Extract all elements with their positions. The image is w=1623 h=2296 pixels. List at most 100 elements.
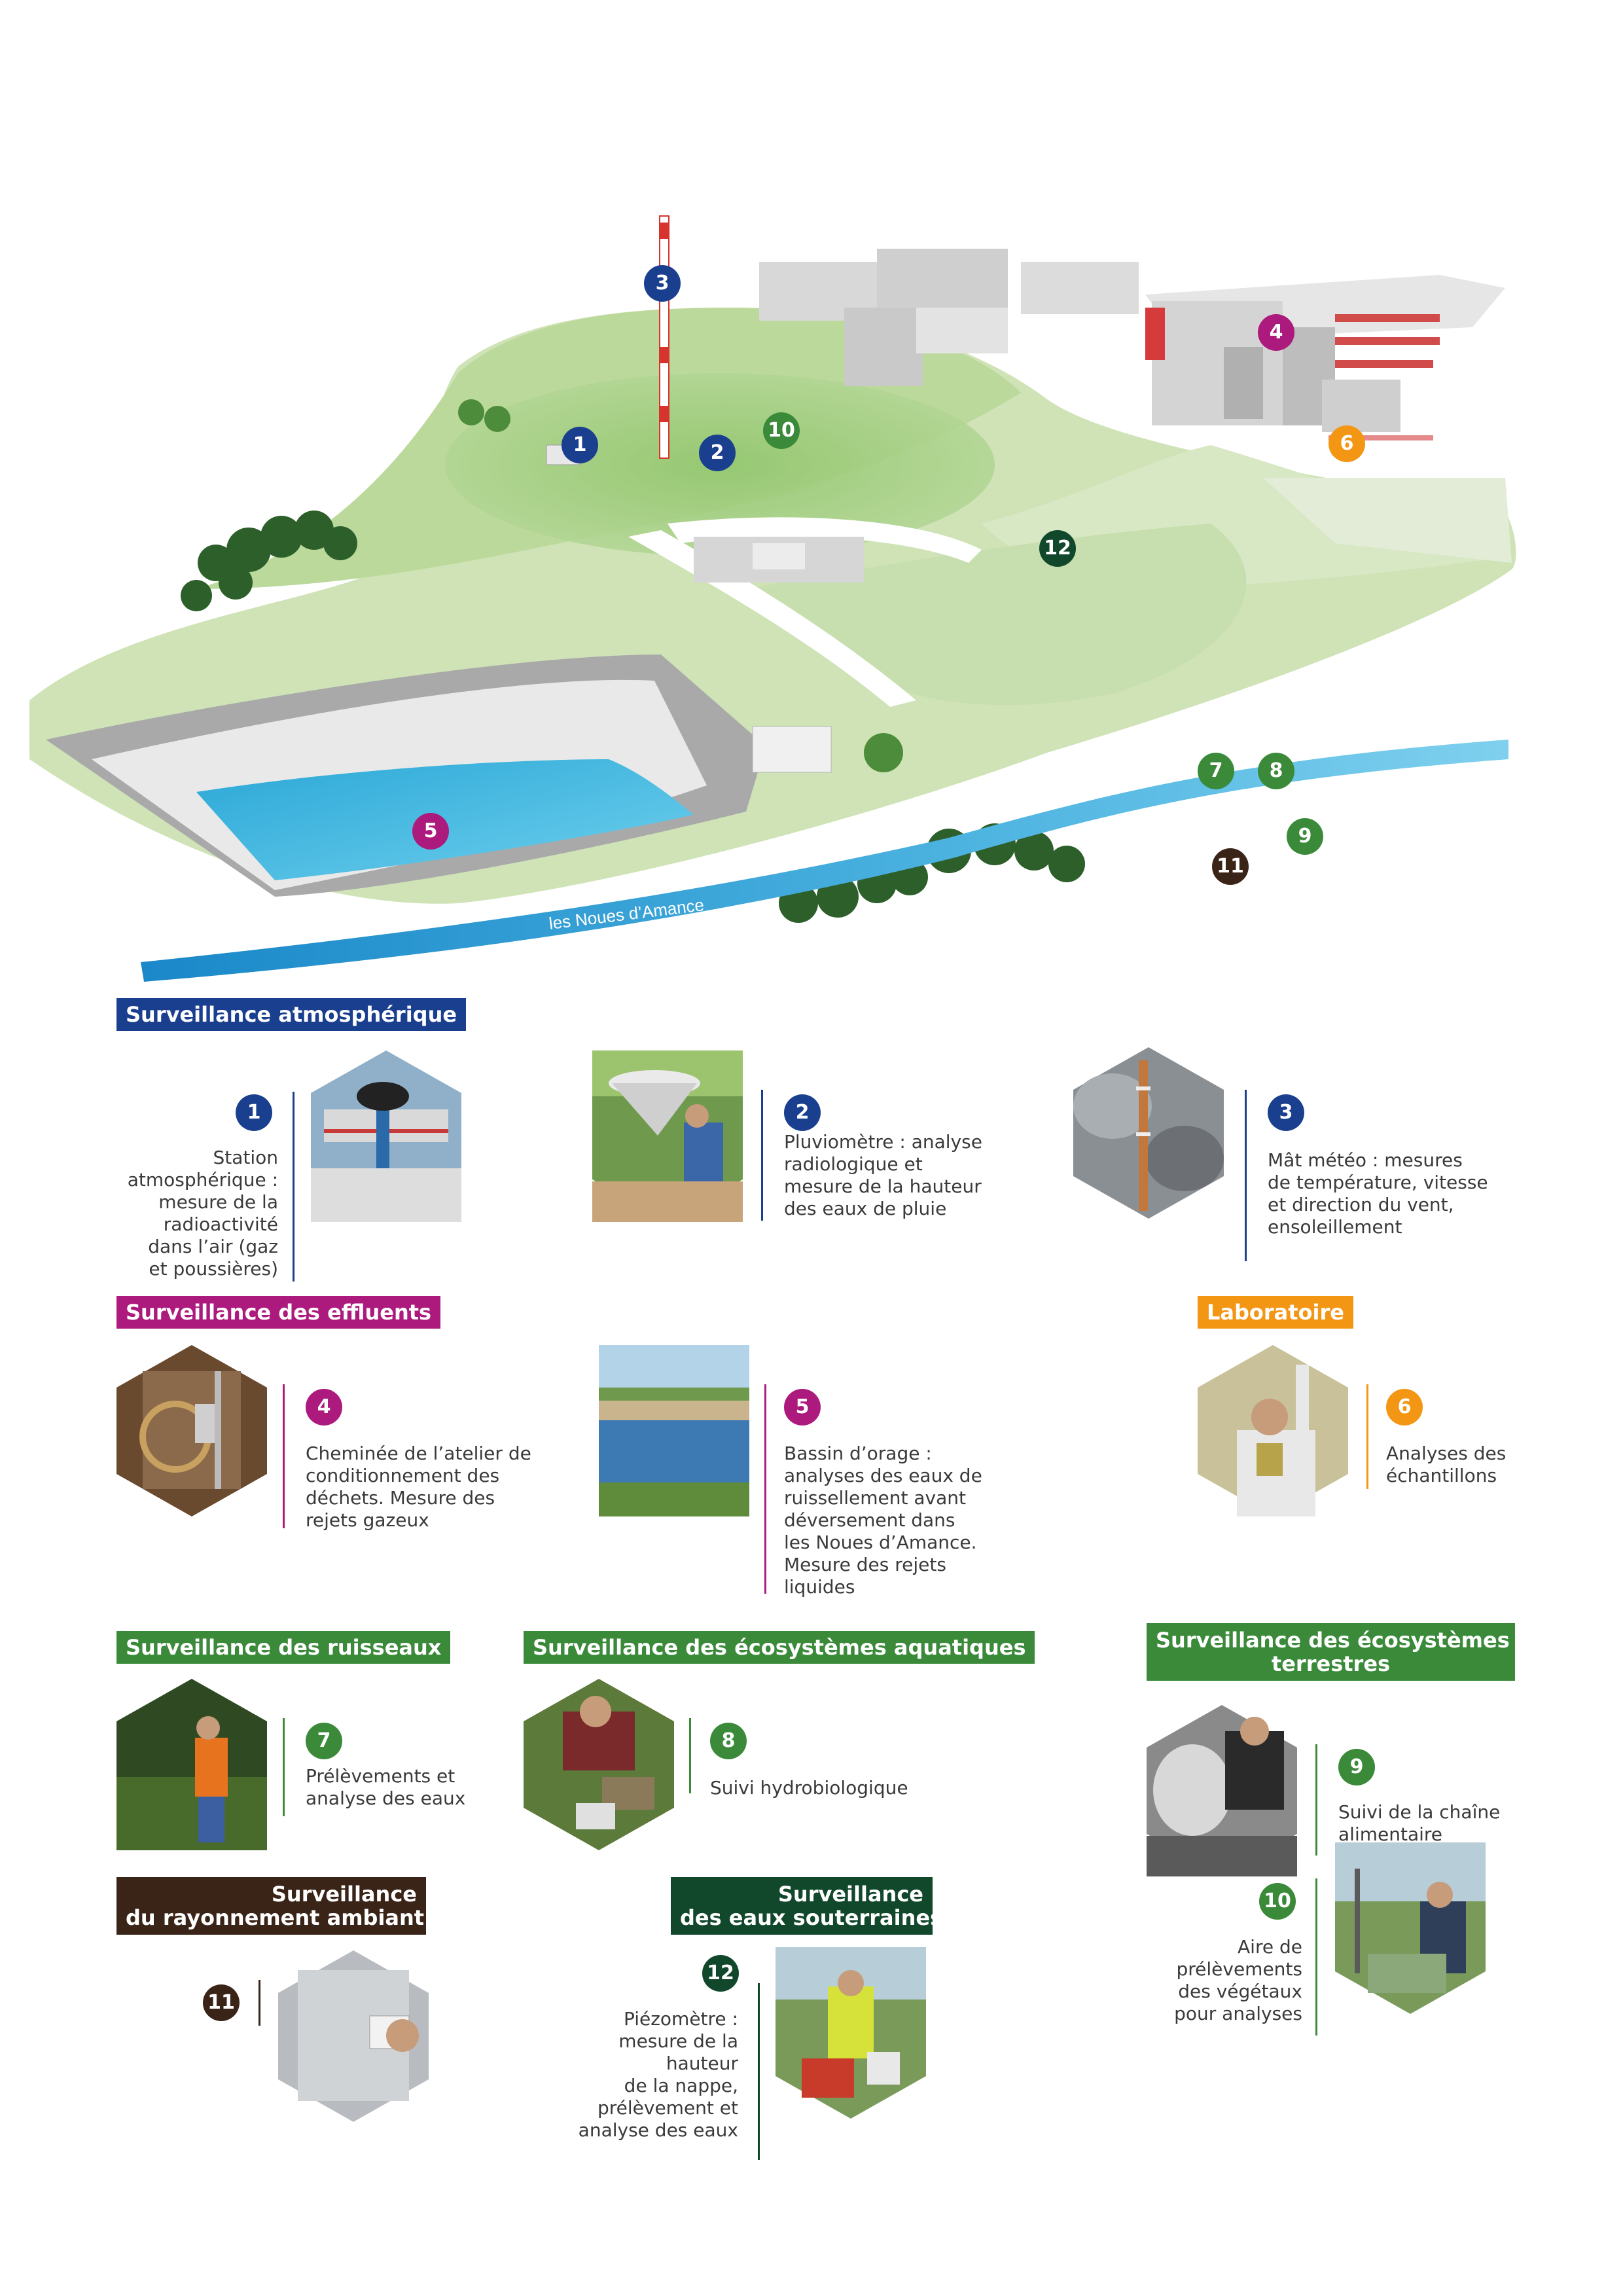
divider — [764, 1384, 766, 1594]
food-chain-photo — [1147, 1705, 1297, 1876]
description-line: radioactivité — [163, 1213, 278, 1235]
description-line: des eaux de pluie — [784, 1198, 947, 1219]
description-line: Suivi de la chaîne — [1338, 1801, 1501, 1823]
description-line: atmosphérique : — [127, 1169, 278, 1191]
rain-gauge-photo — [592, 1050, 743, 1222]
marker-10: 10 — [1259, 1883, 1296, 1920]
map-marker-11: 11 — [1212, 848, 1249, 885]
description-line: Cheminée de l’atelier de — [306, 1443, 531, 1464]
map-marker-7: 7 — [1198, 753, 1234, 789]
marker-5: 5 — [784, 1389, 821, 1426]
storm-basin-photo — [599, 1345, 749, 1516]
description-line: Prélèvements et — [306, 1765, 455, 1787]
description-line: et direction du vent, — [1268, 1194, 1454, 1215]
divider — [293, 1092, 294, 1282]
description-line: échantillons — [1386, 1465, 1497, 1486]
description-line: analyses des eaux de — [784, 1465, 982, 1486]
divider — [283, 1718, 285, 1816]
site-map-illustration: les Noues d’Amance — [29, 215, 1516, 982]
divider — [689, 1718, 691, 1793]
marker-1: 1 — [236, 1094, 272, 1131]
map-marker-5: 5 — [412, 813, 449, 850]
description-line: pour analyses — [1174, 2003, 1302, 2024]
description-line: analyse des eaux — [306, 1787, 466, 1809]
heading-streams: Surveillance des ruisseaux — [116, 1631, 451, 1664]
description-line: Piézomètre : — [623, 2008, 738, 2030]
description-line: Suivi hydrobiologique — [710, 1777, 908, 1799]
heading-ambient-radiation: Surveillance du rayonnement ambiant — [116, 1877, 426, 1935]
divider — [1245, 1090, 1247, 1261]
description-line: et poussières) — [149, 1258, 278, 1280]
weather-mast — [659, 215, 669, 459]
pump-house — [752, 726, 832, 773]
divider — [283, 1384, 285, 1528]
heading-laboratory: Laboratoire — [1198, 1296, 1353, 1329]
description-line: conditionnement des — [306, 1465, 500, 1486]
divider — [758, 1983, 760, 2160]
description-line: les Noues d’Amance. — [784, 1532, 977, 1553]
heading-atmospheric: Surveillance atmosphérique — [116, 998, 467, 1031]
divider — [1315, 1878, 1317, 2036]
divider — [761, 1090, 763, 1221]
laboratory-photo — [1198, 1345, 1348, 1516]
plant-sampling-photo — [1335, 1842, 1486, 2014]
weather-mast-photo — [1073, 1047, 1224, 1219]
description-line: analyse des eaux — [578, 2119, 738, 2141]
description-line: prélèvement et — [597, 2097, 738, 2119]
map-marker-9: 9 — [1287, 818, 1323, 855]
item-8-description: Suivi hydrobiologique — [710, 1777, 985, 1799]
map-marker-3: 3 — [644, 265, 681, 302]
heading-terrestrial-ecosystems: Surveillance des écosystèmes terrestres — [1147, 1623, 1515, 1681]
divider — [1366, 1384, 1368, 1489]
map-marker-6: 6 — [1329, 425, 1365, 462]
description-line: prélèvements — [1176, 1958, 1302, 1980]
map-marker-4: 4 — [1258, 314, 1294, 351]
heading-line: Surveillance — [271, 1882, 417, 1907]
description-line: alimentaire — [1338, 1823, 1443, 1845]
heading-line: terrestres — [1271, 1651, 1391, 1676]
description-line: mesure de la — [618, 2030, 738, 2052]
description-line: des végétaux — [1178, 1981, 1302, 2002]
map-marker-10: 10 — [763, 412, 800, 449]
marker-3: 3 — [1268, 1094, 1304, 1131]
map-marker-8: 8 — [1258, 753, 1294, 789]
marker-9: 9 — [1338, 1749, 1375, 1785]
buildings — [694, 249, 1505, 583]
divider — [1315, 1744, 1317, 1856]
map-marker-12: 12 — [1039, 530, 1076, 567]
marker-2: 2 — [784, 1094, 821, 1131]
marker-12: 12 — [702, 1955, 739, 1992]
piezometer-photo — [776, 1947, 926, 2119]
description-line: radiologique et — [784, 1153, 923, 1175]
river — [141, 740, 1508, 982]
description-line: déchets. Mesure des — [306, 1487, 495, 1509]
marker-8: 8 — [710, 1723, 747, 1759]
stream-sampling-photo — [116, 1679, 267, 1850]
heading-line: des eaux souterraines — [680, 1905, 943, 1930]
hydrobiology-photo — [524, 1679, 674, 1850]
description-line: Mesure des rejets — [784, 1554, 946, 1575]
description-line: déversement dans — [784, 1509, 955, 1531]
description-line: Analyses des — [1386, 1443, 1507, 1464]
heading-groundwater: Surveillance des eaux souterraines — [671, 1877, 943, 1935]
marker-6: 6 — [1386, 1389, 1423, 1426]
map-marker-1: 1 — [562, 427, 598, 463]
description-line: ruissellement avant — [784, 1487, 966, 1509]
description-line: Pluviomètre : analyse — [784, 1131, 982, 1153]
road — [668, 517, 982, 563]
description-line: Bassin d’orage : — [784, 1443, 932, 1464]
heading-effluents: Surveillance des effluents — [116, 1296, 441, 1329]
description-line: mesure de la — [158, 1191, 278, 1213]
description-line: ensoleillement — [1268, 1216, 1402, 1238]
stack-photo — [116, 1345, 267, 1516]
heading-line: Surveillance — [777, 1882, 923, 1907]
description-line: rejets gazeux — [306, 1509, 429, 1531]
